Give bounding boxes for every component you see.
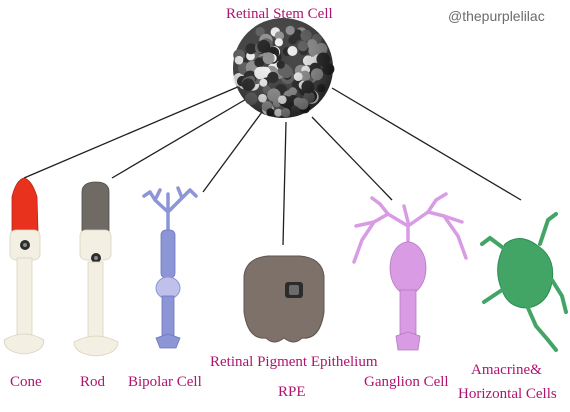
connector-ganglion bbox=[311, 116, 393, 201]
author-handle: @thepurplelilac bbox=[448, 8, 545, 24]
cone-cell-illustration bbox=[3, 177, 45, 355]
connector-rpe bbox=[282, 121, 287, 246]
connector-bipolar bbox=[202, 111, 263, 193]
stem-cell-illustration bbox=[232, 18, 335, 118]
cell-label-horizontal: Horizontal Cells bbox=[458, 386, 557, 402]
cell-label-rod: Rod bbox=[80, 374, 106, 390]
cell-label-ganglion: Ganglion Cell bbox=[364, 374, 449, 390]
connector-lines bbox=[23, 85, 522, 246]
bipolar-cell-illustration bbox=[142, 186, 198, 349]
cell-label-amacrine: Amacrine& bbox=[471, 362, 542, 378]
connector-amacrine bbox=[331, 87, 522, 201]
ganglion-cell-illustration bbox=[352, 192, 468, 351]
cell-label-rpe-abbr: RPE bbox=[278, 384, 306, 400]
amacrine-cell-illustration bbox=[480, 212, 568, 352]
connector-cone bbox=[23, 85, 241, 179]
rod-cell-illustration bbox=[73, 181, 119, 357]
title-label: Retinal Stem Cell bbox=[226, 6, 333, 22]
connector-rod bbox=[111, 97, 249, 179]
cell-label-rpe: Retinal Pigment Epithelium bbox=[210, 354, 378, 370]
rpe-cell-illustration bbox=[243, 255, 325, 343]
cell-label-bipolar: Bipolar Cell bbox=[128, 374, 202, 390]
cell-label-cone: Cone bbox=[10, 374, 42, 390]
